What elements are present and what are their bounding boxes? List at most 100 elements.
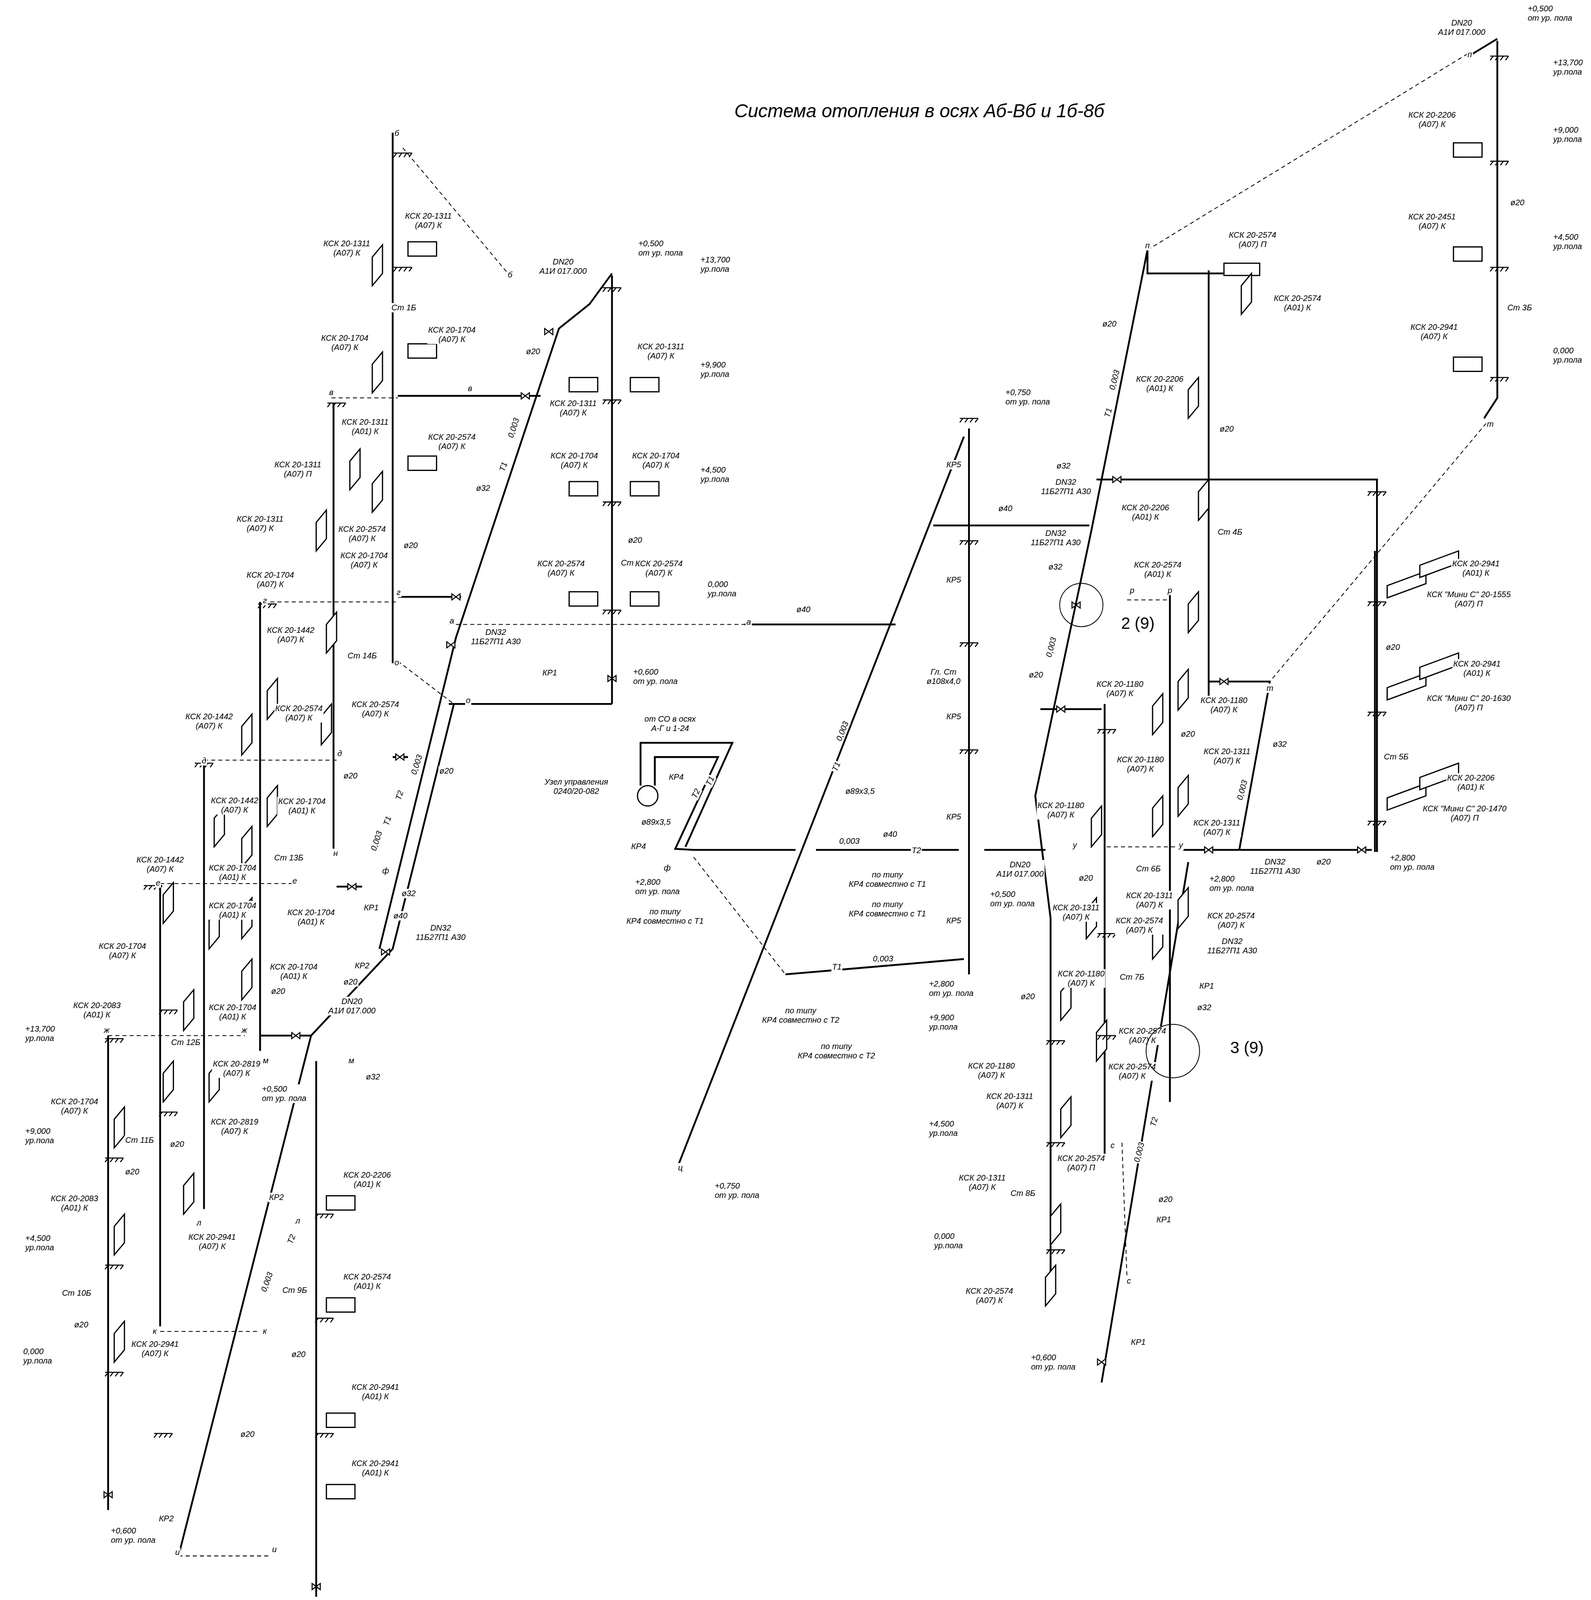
drawing-label: КСК 20-2941 (А01) К (350, 1382, 400, 1401)
valve-symbol (451, 593, 460, 600)
label-line: от ур. пола (635, 886, 680, 896)
radiator-symbol (630, 591, 659, 606)
drawing-label: +0,750 от ур. пола (714, 1180, 761, 1200)
radiator-symbol (1453, 356, 1482, 372)
drawing-title: Система отопления в осях Аб-Вб и 1б-8б (734, 99, 1105, 122)
drawing-label: КСК 20-1311 (А07) К (1052, 902, 1101, 922)
drawing-label: КСК 20-1704 (А07) К (427, 325, 477, 344)
drawing-label: у (1178, 840, 1184, 850)
drawing-label: 0,000 ур.пола (933, 1231, 964, 1250)
floor-mark (602, 501, 621, 506)
label-line: КР4 совместно с Т1 (848, 879, 927, 889)
label-line: КСК 20-1311 (986, 1091, 1033, 1101)
label-line: КСК 20-1442 (185, 711, 233, 722)
drawing-label: КСК 20-1311 (А07) К (1192, 818, 1242, 837)
label-line: КСК 20-1311 (1193, 818, 1241, 828)
drawing-label: в (467, 383, 473, 393)
drawing-label: +0,500 от ур. пола (637, 238, 684, 258)
drawing-label: т (1265, 683, 1275, 693)
drawing-label: Ст 12Б (170, 1037, 202, 1047)
label-line: КСК 20-2574 (343, 1271, 391, 1282)
label-line: КСК 20-1311 (1203, 746, 1251, 756)
label-line: ур.пола (1553, 241, 1583, 252)
label-line: +0,500 (1527, 4, 1573, 14)
drawing-label: н (332, 848, 339, 858)
radiator-symbol (183, 1172, 194, 1214)
floor-mark (959, 540, 979, 545)
radiator-symbol (1091, 805, 1102, 847)
label-line: (А01) К (1133, 569, 1182, 579)
callout-outline (1059, 583, 1104, 627)
drawing-label: КСК 20-1180 (А07) К (1095, 679, 1145, 698)
valve-symbol (1204, 846, 1213, 853)
radiator-symbol (114, 1320, 125, 1362)
drawing-label: ø20 (239, 1429, 256, 1439)
label-line: КСК 20-2083 (73, 1000, 121, 1010)
label-line: (А07) К (1410, 331, 1458, 342)
drawing-label: к (261, 1326, 268, 1336)
drawing-label: 0,000 ур.пола (706, 579, 738, 599)
drawing-label: Ст 3Б (1506, 302, 1534, 313)
label-line: от ур. пола (714, 1190, 760, 1200)
drawing-label: КСК 20-1442 (А07) К (184, 711, 234, 731)
drawing-label: ø20 (525, 346, 541, 357)
label-line: КСК 20-2451 (1408, 212, 1456, 222)
drawing-label: Ст 5Б (1382, 751, 1410, 762)
label-line: КСК 20-1311 (341, 417, 389, 427)
valve-symbol (446, 641, 456, 648)
pipe-layer (104, 38, 1509, 1597)
floor-mark (158, 1009, 178, 1014)
label-line: (А07) К (428, 334, 476, 344)
drawing-label: у (1071, 840, 1078, 850)
drawing-label: 0,003 (838, 836, 861, 846)
label-line: КСК 20-2206 (1135, 374, 1184, 384)
label-line: КСК 20-1704 (632, 450, 680, 461)
drawing-label: ц (677, 1162, 684, 1173)
floor-mark (1097, 933, 1116, 938)
drawing-label: ø20 (270, 986, 286, 996)
drawing-label: 0,003 (505, 415, 522, 440)
drawing-label: Ст 7Б (1118, 972, 1146, 982)
label-line: +13,700 (700, 255, 731, 265)
riser-pipe (108, 132, 612, 1597)
drawing-label: +13,700 ур.пола (699, 255, 731, 274)
drawing-label: о (465, 695, 472, 705)
radiator-symbol (114, 1213, 125, 1255)
drawing-label: ø20 (73, 1319, 89, 1330)
drawing-label: КР1 (362, 902, 380, 913)
label-line: (А07) К (549, 407, 597, 418)
label-line: (А01) К (278, 805, 326, 816)
drawing-label: КСК 20-1311 (А07) К (236, 514, 285, 533)
floor-mark (1490, 161, 1509, 166)
drawing-label: ø32 (1196, 1002, 1212, 1012)
label-line: ур.пола (707, 588, 737, 599)
drawing-label: ø20 (124, 1166, 140, 1177)
label-line: +0,750 (1005, 387, 1050, 398)
label-line: (А07) П (1057, 1162, 1106, 1173)
drawing-label: г (261, 595, 268, 606)
drawing-label: КР5 (945, 915, 962, 926)
label-line: (А07) К (340, 560, 388, 570)
label-line: +4,500 (25, 1233, 54, 1243)
valve-symbol (381, 948, 390, 955)
drawing-label: ø32 (1047, 562, 1063, 572)
drawing-label: ø40 (795, 604, 812, 615)
drawing-label: КСК "Мини С" 20-1630 (А07) П (1425, 693, 1512, 713)
label-line: КСК 20-1180 (1200, 695, 1248, 705)
floor-mark (105, 1157, 124, 1162)
label-line: КСК 20-2574 (1207, 910, 1255, 921)
drawing-label: ø20 (627, 535, 643, 545)
label-line: КСК 20-1311 (549, 398, 597, 408)
radiator-symbol (568, 377, 598, 392)
label-line: 11Б27П1 А30 (1249, 866, 1300, 876)
label-line: 0,000 (933, 1231, 963, 1241)
drawing-label: КСК 20-1442 (А07) К (135, 854, 185, 874)
floor-mark (1490, 55, 1509, 61)
label-line: КСК 20-2206 (1447, 772, 1495, 783)
drawing-label: а (448, 616, 456, 626)
drawing-label: КСК 20-2083 (А01) К (72, 1000, 122, 1020)
drawing-label: КСК 20-2574 (А07) К (1114, 915, 1164, 935)
label-line: (А01) К (343, 1281, 391, 1291)
label-line: +4,500 (929, 1118, 958, 1129)
drawing-label: 0,003 (1234, 777, 1250, 802)
